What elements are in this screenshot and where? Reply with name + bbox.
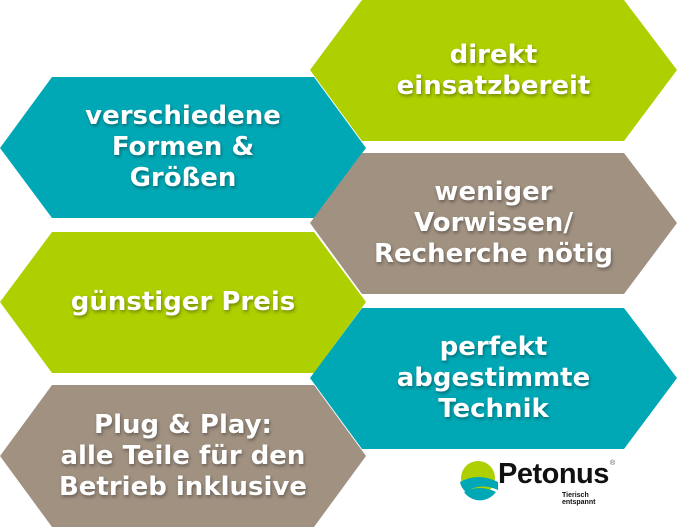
hexagon-label: weniger Vorwissen/ Recherche nötig [374,177,613,269]
hexagon-label: direkt einsatzbereit [396,39,591,101]
hexagon-preis [0,232,366,373]
hexagon-direkt-einsatzbereit [310,0,677,141]
hexagon-vorwissen [310,153,677,294]
hexagon-label: perfekt abgestimmte Technik [396,332,591,424]
hexagon-technik [310,308,677,449]
hexagon-label: verschiedene Formen & Größen [85,101,281,193]
petonus-logo: Petonus ® Tierisch entspannt [458,458,618,506]
logo-mark-icon [460,461,498,501]
logo-tagline: Tierisch entspannt [562,492,596,506]
hexagon-formen-groessen [0,77,366,218]
hexagon-plug-play [0,385,366,527]
hexagon-label: günstiger Preis [70,287,296,317]
hexagon-label: Plug & Play: alle Teile für den Betrieb … [58,409,307,502]
logo-wordmark: Petonus [498,458,609,490]
registered-mark: ® [610,460,616,467]
